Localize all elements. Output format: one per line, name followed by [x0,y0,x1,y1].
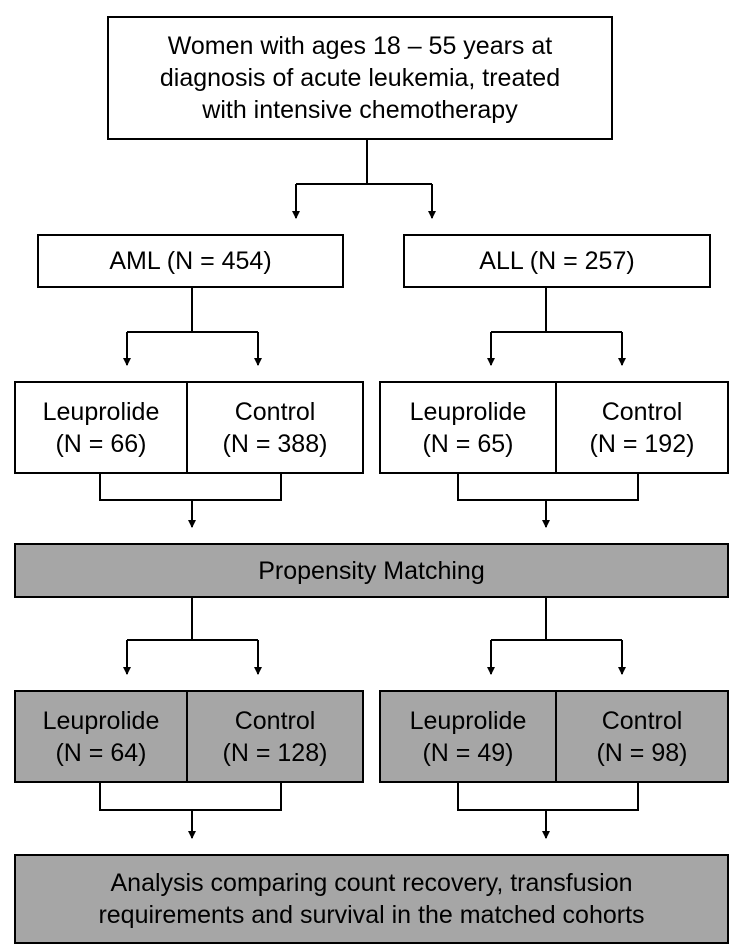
aml-matched-leuprolide-name: Leuprolide [42,706,160,735]
connector-aml-pre-merge [99,472,282,501]
all-matched-leuprolide-name: Leuprolide [409,706,527,735]
analysis-box: Analysis comparing count recovery, trans… [14,854,729,944]
connector-all-split [491,286,622,333]
all-matched-control-box: Control (N = 98) [555,690,729,783]
aml-matched-control-box: Control (N = 128) [186,690,364,783]
connector-top-split [296,139,432,185]
aml-control-count: (N = 388) [222,429,328,458]
connector-matching-aml-split [127,597,258,641]
connector-matching-all-split [491,597,622,641]
all-leuprolide-box: Leuprolide (N = 65) [379,381,557,474]
propensity-matching-box: Propensity Matching [14,543,729,598]
connector-all-pre-merge [457,472,639,501]
eligibility-line-2: diagnosis of acute leukemia, treated [159,64,561,92]
aml-leuprolide-box: Leuprolide (N = 66) [14,381,188,474]
aml-matched-control-name: Control [234,706,316,735]
aml-matched-leuprolide-box: Leuprolide (N = 64) [14,690,188,783]
aml-matched-leuprolide-count: (N = 64) [55,738,147,767]
propensity-matching-label: Propensity Matching [258,556,485,585]
eligibility-line-1: Women with ages 18 – 55 years at [167,32,553,60]
aml-box: AML (N = 454) [37,234,344,288]
aml-label: AML (N = 454) [109,247,272,275]
connector-aml-split [127,286,258,333]
all-matched-control-name: Control [601,706,683,735]
aml-matched-control-count: (N = 128) [222,738,328,767]
aml-leuprolide-name: Leuprolide [42,397,160,426]
aml-control-name: Control [234,397,316,426]
all-control-count: (N = 192) [589,429,695,458]
eligibility-box: Women with ages 18 – 55 years at diagnos… [107,16,613,140]
all-control-box: Control (N = 192) [555,381,729,474]
all-box: ALL (N = 257) [403,234,711,288]
all-matched-control-count: (N = 98) [596,738,688,767]
all-label: ALL (N = 257) [479,247,635,275]
all-matched-leuprolide-count: (N = 49) [422,738,514,767]
connector-all-post-merge [457,781,639,811]
all-leuprolide-name: Leuprolide [409,397,527,426]
analysis-line-2: requirements and survival in the matched… [98,901,645,929]
eligibility-line-3: with intensive chemotherapy [202,96,518,124]
all-matched-leuprolide-box: Leuprolide (N = 49) [379,690,557,783]
aml-leuprolide-count: (N = 66) [55,429,147,458]
all-control-name: Control [601,397,683,426]
aml-control-box: Control (N = 388) [186,381,364,474]
all-leuprolide-count: (N = 65) [422,429,514,458]
analysis-line-1: Analysis comparing count recovery, trans… [110,869,633,897]
connector-aml-post-merge [99,781,282,811]
